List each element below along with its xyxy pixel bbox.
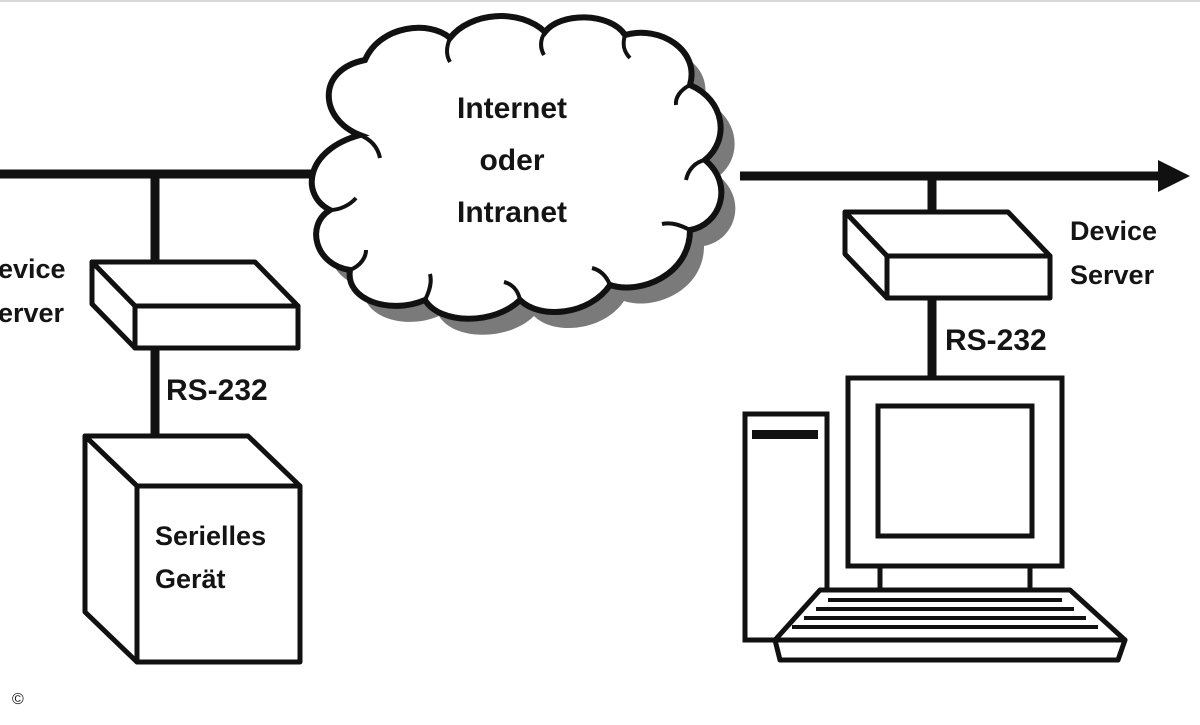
- cloud-label-line3: Intranet: [457, 196, 567, 229]
- right-server-label-line1: Device: [1070, 216, 1157, 246]
- left-server-front-face: [132, 303, 301, 351]
- left-server-label-line1: evice: [0, 254, 66, 284]
- computer-monitor: [845, 375, 1065, 593]
- right-branch: Device Server RS-232: [742, 176, 1157, 663]
- serial-device-label-line1: Serielles: [155, 521, 266, 551]
- right-server-front-face: [884, 253, 1053, 301]
- network-backbone: [0, 169, 1162, 181]
- tower-drive-slot: [752, 430, 818, 439]
- keyboard-top: [772, 587, 1128, 643]
- copyright-mark: ©: [12, 691, 24, 708]
- monitor-stand: [877, 563, 1033, 593]
- computer-keyboard: [772, 587, 1128, 663]
- right-server-label-line2: Server: [1070, 260, 1155, 290]
- right-device-server: [842, 209, 1053, 301]
- left-branch: evice erver RS-232 Serielles Gerät: [0, 174, 303, 665]
- keyboard-keys: [792, 598, 1098, 629]
- cloud-label-line1: Internet: [457, 92, 567, 125]
- left-rs232-label: RS-232: [166, 374, 268, 407]
- backbone-arrowhead: [1158, 160, 1190, 192]
- cloud: Internet oder Intranet: [308, 13, 736, 335]
- cloud-label-line2: oder: [479, 144, 544, 177]
- right-rs232-label: RS-232: [945, 324, 1047, 357]
- cloud-body: [308, 13, 725, 322]
- cloud-inner-curls: [329, 30, 706, 301]
- monitor-screen: [875, 403, 1035, 539]
- serial-device-front-face: [134, 483, 303, 665]
- keyboard-front: [772, 637, 1128, 663]
- left-server-label-line2: erver: [0, 298, 65, 328]
- left-device-server: [89, 259, 301, 351]
- serial-device-label-line2: Gerät: [155, 564, 226, 594]
- serial-device: [82, 433, 303, 665]
